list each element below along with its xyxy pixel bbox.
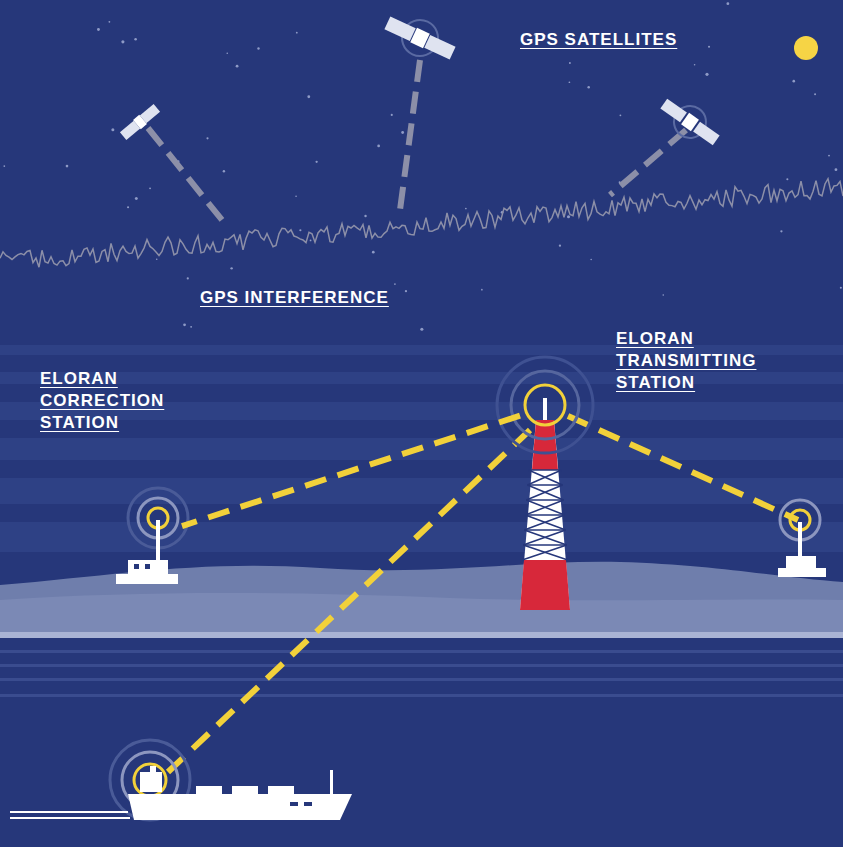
ship xyxy=(10,740,352,820)
station-label: ELORAN TRANSMITTING STATION xyxy=(616,328,791,394)
water-lines xyxy=(0,650,843,697)
sun xyxy=(794,36,818,60)
transmitting-station: ELORAN TRANSMITTING STATION xyxy=(520,385,570,430)
caption-label: GPS SATELLITES xyxy=(520,29,740,51)
correction-station-right xyxy=(778,500,826,577)
bands xyxy=(0,345,843,552)
correction-station-left xyxy=(116,488,188,584)
shore xyxy=(0,632,843,638)
land-front xyxy=(0,593,843,632)
stars xyxy=(3,2,841,330)
station-label: ELORAN CORRECTION STATION xyxy=(40,368,205,434)
eloran-beams xyxy=(168,416,798,772)
satellites xyxy=(119,6,725,153)
caption-label: GPS INTERFERENCE xyxy=(200,287,460,309)
gps-noise xyxy=(0,179,843,267)
tower xyxy=(497,357,593,610)
eloran-beam xyxy=(182,416,520,526)
satellite-beams xyxy=(148,60,686,220)
correction-station: ELORAN CORRECTION STATION xyxy=(112,490,182,585)
land xyxy=(0,562,843,632)
